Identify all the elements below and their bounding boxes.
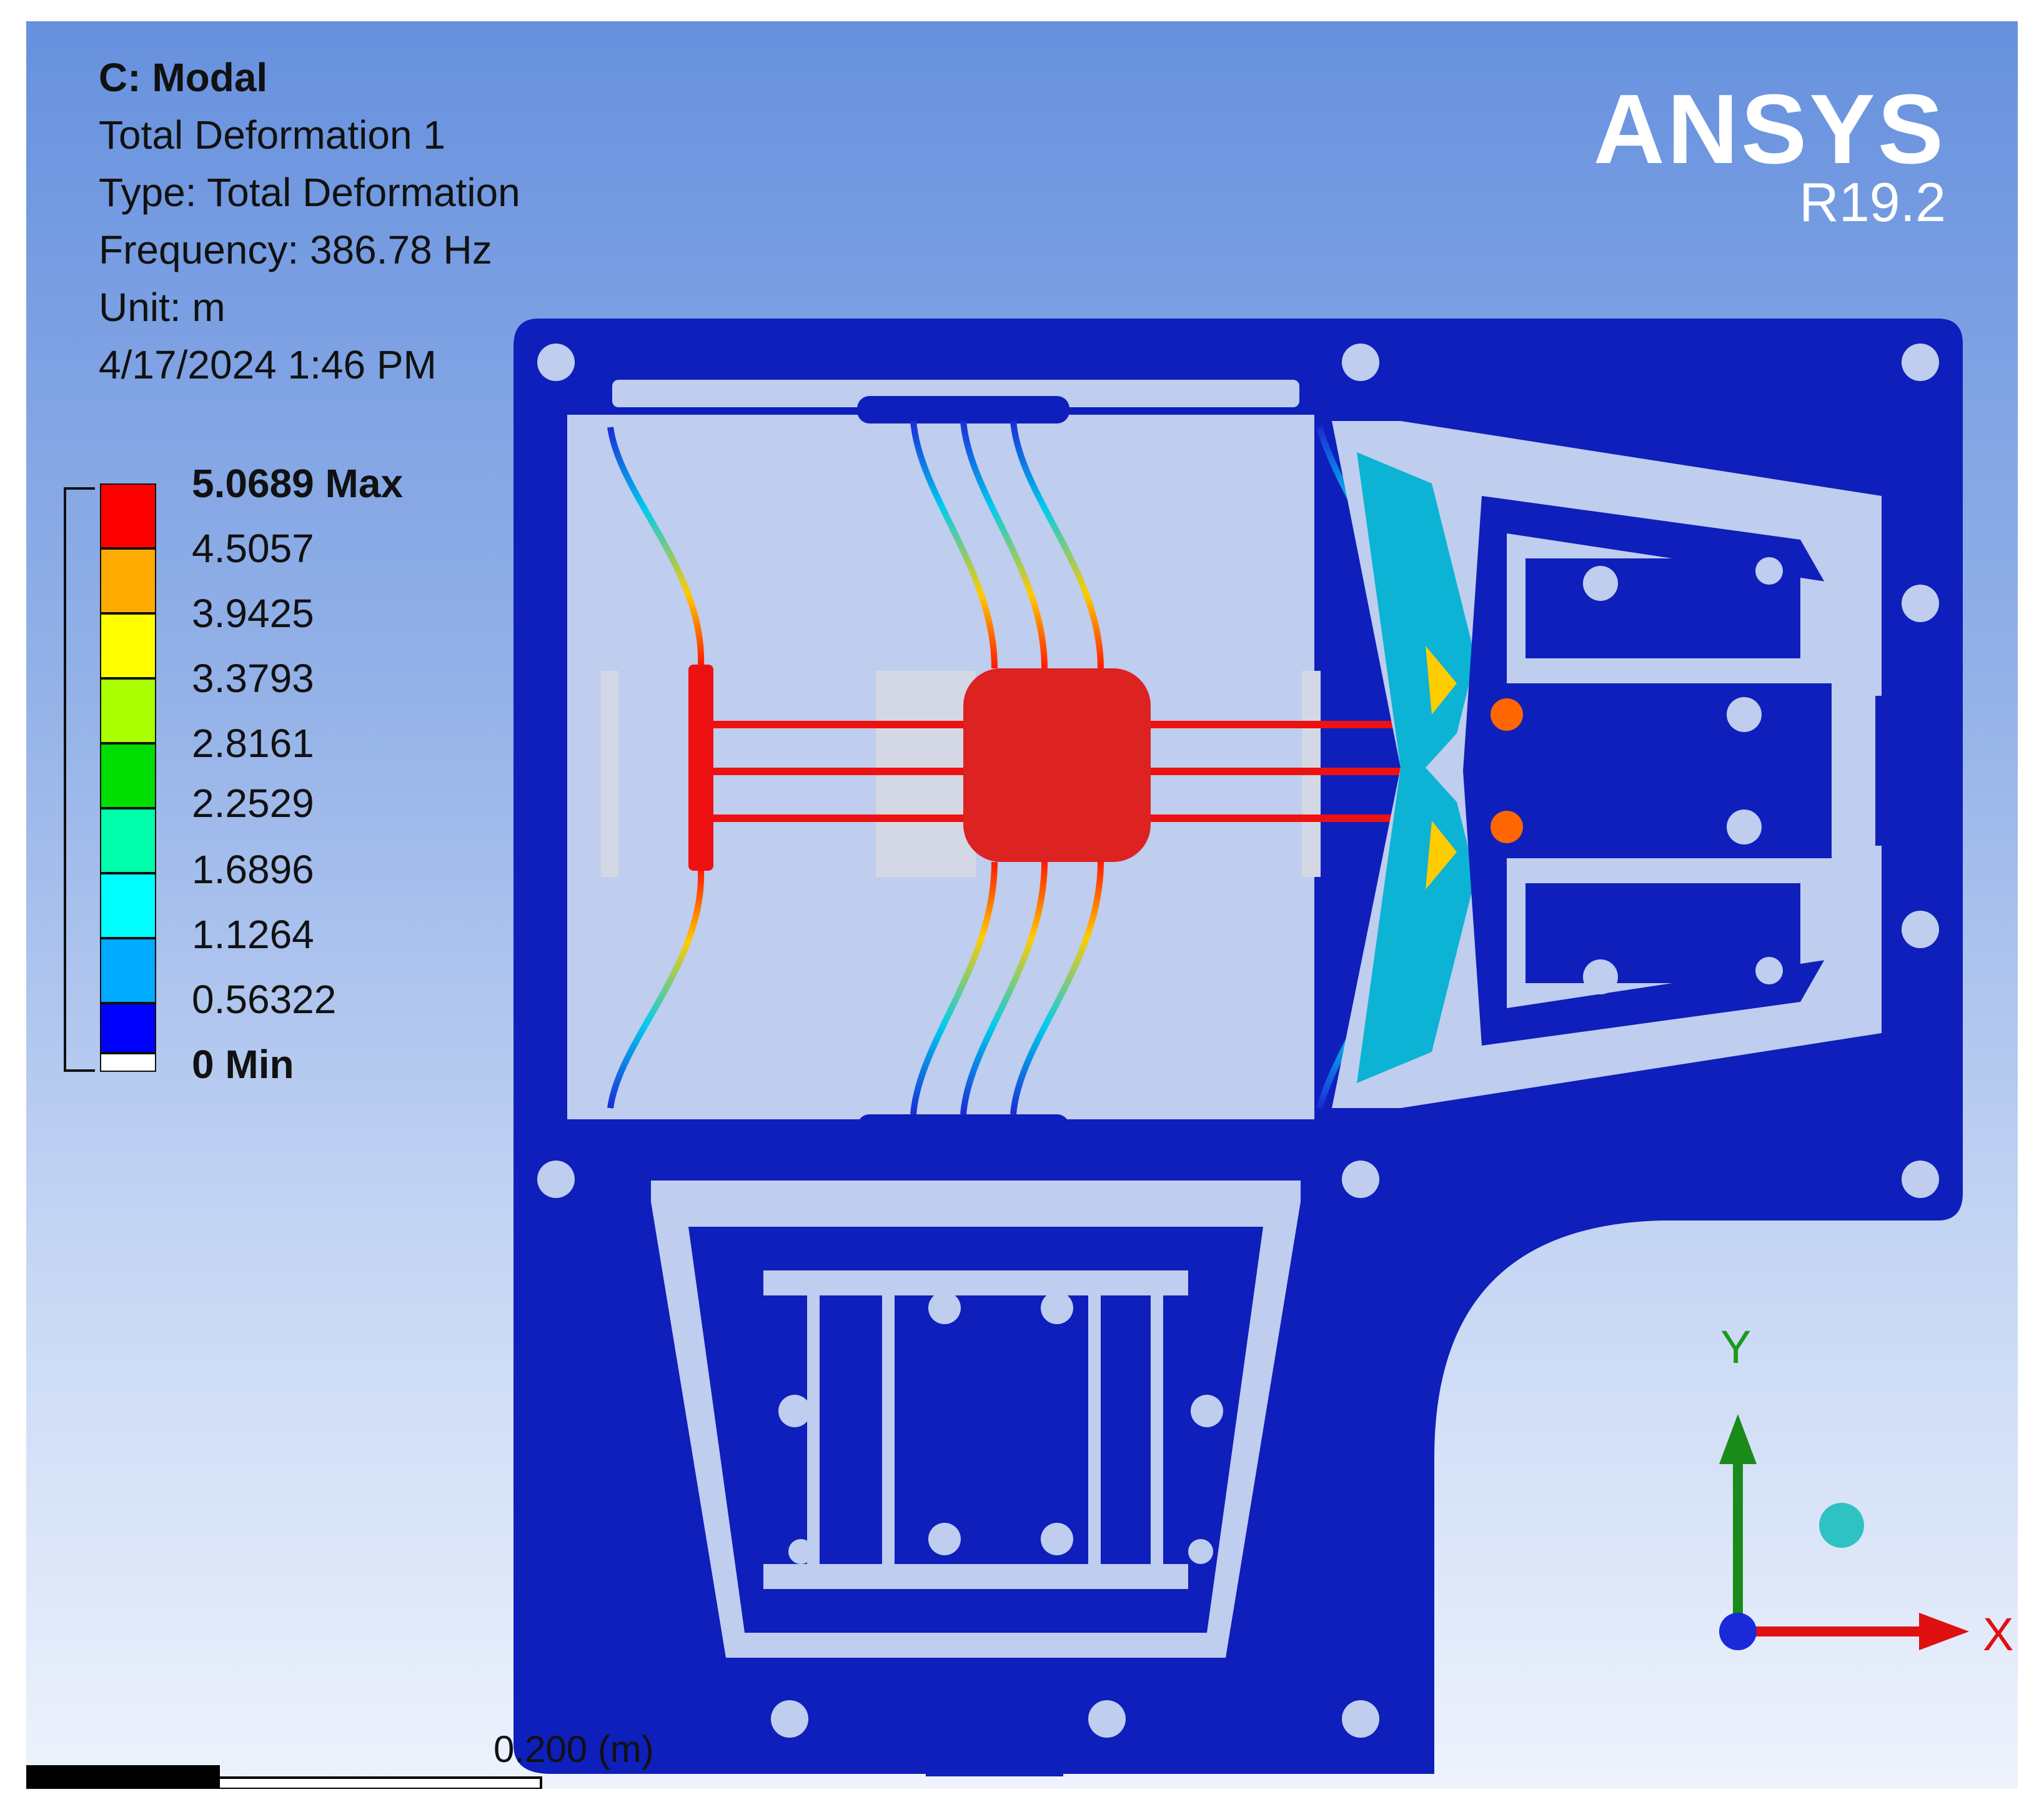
legend-label: 2.2529 (192, 781, 314, 826)
ansys-version: R19.2 (1799, 171, 1946, 233)
legend-swatch (100, 678, 156, 743)
legend-label: 2.8161 (192, 721, 314, 766)
flexure-window (567, 380, 1426, 1142)
legend-swatch (100, 1003, 156, 1053)
model-view[interactable] (26, 21, 2018, 1789)
result-name: Total Deformation 1 (99, 112, 445, 157)
legend-swatch (100, 743, 156, 808)
legend-swatch (100, 613, 156, 678)
timestamp: 4/17/2024 1:46 PM (99, 342, 437, 387)
legend-label: 0.56322 (192, 977, 337, 1022)
system-title: C: Modal (99, 55, 268, 100)
legend-swatch (100, 873, 156, 938)
legend-swatch (100, 1053, 156, 1072)
legend-swatch (100, 808, 156, 873)
legend-label: 4.5057 (192, 526, 314, 571)
ansys-logo: ANSYS (1593, 74, 1946, 184)
legend-bracket (64, 487, 95, 1072)
triad-x-label: X (1983, 1608, 2014, 1660)
unit: Unit: m (99, 285, 226, 330)
legend-swatch (100, 548, 156, 613)
legend-label: 3.9425 (192, 591, 314, 636)
right-amplifier (1332, 421, 1963, 1108)
legend-label: 0 Min (192, 1042, 294, 1087)
mounting-holes (537, 344, 1939, 1738)
coordinate-triad (1719, 1414, 1969, 1650)
triad-y-label: Y (1720, 1321, 1752, 1373)
bottom-amplifier (651, 1181, 1301, 1776)
scale-label: 0.200 (m) (494, 1728, 654, 1770)
legend-label: 3.3793 (192, 656, 314, 701)
legend-swatch (100, 938, 156, 1003)
result-type: Type: Total Deformation (99, 170, 520, 215)
legend-label: 1.1264 (192, 912, 314, 957)
legend-label: 5.0689 Max (192, 461, 404, 506)
frequency: Frequency: 386.78 Hz (99, 227, 492, 272)
scale-bar-white (220, 1776, 542, 1789)
graphics-viewport[interactable]: C: Modal Total Deformation 1 Type: Total… (26, 21, 2018, 1789)
scale-bar-black (26, 1765, 220, 1789)
legend-swatch (100, 483, 156, 548)
legend-label: 1.6896 (192, 847, 314, 892)
